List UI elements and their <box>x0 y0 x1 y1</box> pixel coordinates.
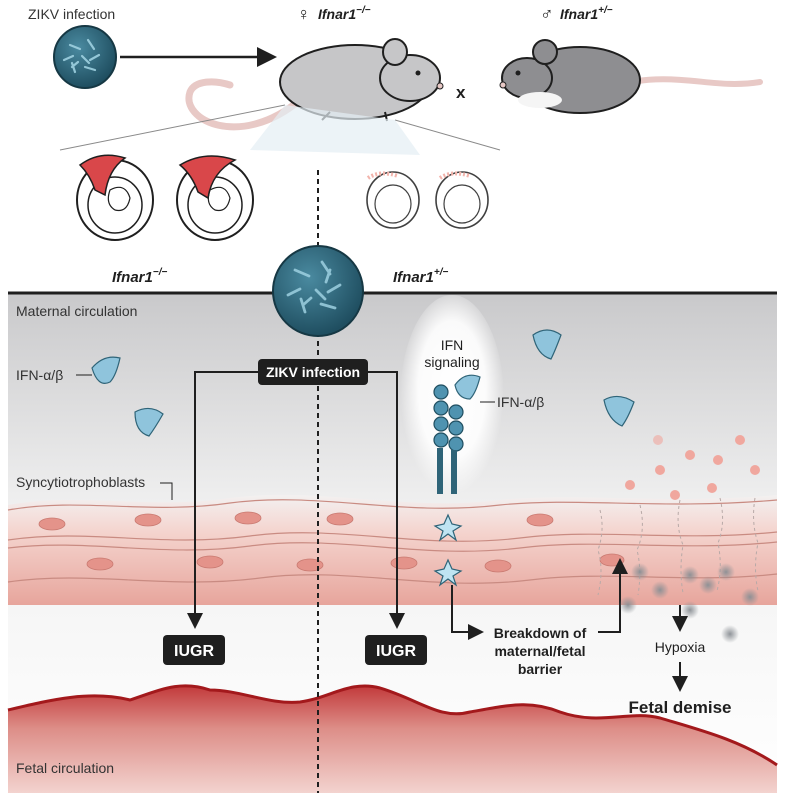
embryo-icon-left-1 <box>76 154 154 241</box>
iugr-left-box <box>163 635 225 665</box>
iugr-right-box <box>365 635 427 665</box>
tissue-layer <box>8 494 777 605</box>
zikv-infection-box <box>258 359 368 385</box>
iugr-right-label: IUGR <box>376 643 416 660</box>
ifn-droplet-icon <box>91 356 121 384</box>
signaling-star-icon-1 <box>433 513 463 542</box>
hypoxia-particles <box>619 563 759 643</box>
maternal-circulation-label: Maternal circulation <box>16 303 137 319</box>
zika-virus-icon <box>53 25 117 89</box>
ifn-droplet-icon <box>532 329 562 360</box>
zika-virus-center-icon <box>272 245 364 337</box>
female-mouse-icon <box>185 38 444 131</box>
ifn-droplet-icon <box>134 407 164 437</box>
bottom-panel: Maternal circulation IFN-α/β IFN signali… <box>7 170 778 793</box>
ifn-signaling-label-1: IFN <box>441 337 464 353</box>
iugr-left-label: IUGR <box>174 643 214 660</box>
arrow-to-barrier <box>598 558 628 633</box>
arrow-to-iugr-right <box>368 371 405 629</box>
arrow-to-breakdown <box>451 585 484 640</box>
female-genotype: Ifnar1−/− <box>318 5 371 22</box>
genotype-right-sup: +/− <box>434 267 449 278</box>
male-symbol: ♂ <box>540 4 554 24</box>
signaling-star-icon-2 <box>433 558 463 587</box>
ifn-ab-label: IFN-α/β <box>16 367 63 383</box>
arrow-to-iugr-left <box>187 371 258 629</box>
fetal-boundary-line <box>7 684 778 767</box>
syncytiotrophoblasts-label: Syncytiotrophoblasts <box>16 474 145 490</box>
embryo-icon-right-1 <box>366 171 420 229</box>
ifn-receptor-icon <box>433 374 481 494</box>
ifn-droplets <box>91 329 635 437</box>
genotype-left-label: Ifnar1−/− <box>112 267 167 286</box>
zikv-infection-label: ZIKV infection <box>28 6 115 22</box>
fetal-circulation-area <box>8 685 777 793</box>
ifn-ab-receptor-label: IFN-α/β <box>497 394 544 410</box>
ifn-signaling-label-2: signaling <box>424 354 479 370</box>
signaling-glow <box>400 295 504 505</box>
female-gene-text: Ifnar1 <box>318 6 356 22</box>
male-mouse-icon <box>499 39 763 114</box>
genotype-left-gene: Ifnar1 <box>112 269 153 286</box>
ifn-droplet-icon <box>603 395 635 427</box>
female-genotype-sup: −/− <box>356 5 371 16</box>
genotype-right-gene: Ifnar1 <box>393 269 434 286</box>
breakdown-label-1: Breakdown of <box>494 625 587 641</box>
male-genotype: Ifnar1+/− <box>560 5 613 22</box>
leaking-cells <box>625 435 760 500</box>
genotype-right-label: Ifnar1+/− <box>393 267 448 286</box>
embryo-icon-right-2 <box>435 171 489 229</box>
female-symbol: ♀ <box>297 4 311 24</box>
hypoxia-label: Hypoxia <box>655 639 706 655</box>
cross-symbol: x <box>456 83 466 102</box>
genotype-left-sup: −/− <box>153 267 168 278</box>
fetal-demise-label: Fetal demise <box>629 698 732 717</box>
fetal-circulation-label: Fetal circulation <box>16 760 114 776</box>
breakdown-label-2: maternal/fetal <box>494 643 585 659</box>
zikv-infection-box-label: ZIKV infection <box>266 364 360 380</box>
embryo-icon-left-2 <box>176 155 254 241</box>
syncytiotrophoblasts-pointer <box>160 482 173 500</box>
male-gene-text: Ifnar1 <box>560 6 598 22</box>
male-genotype-sup: +/− <box>598 5 613 16</box>
breakdown-label-3: barrier <box>518 661 563 677</box>
top-panel: ZIKV infection ♀ Ifnar1−/− x <box>28 4 763 286</box>
